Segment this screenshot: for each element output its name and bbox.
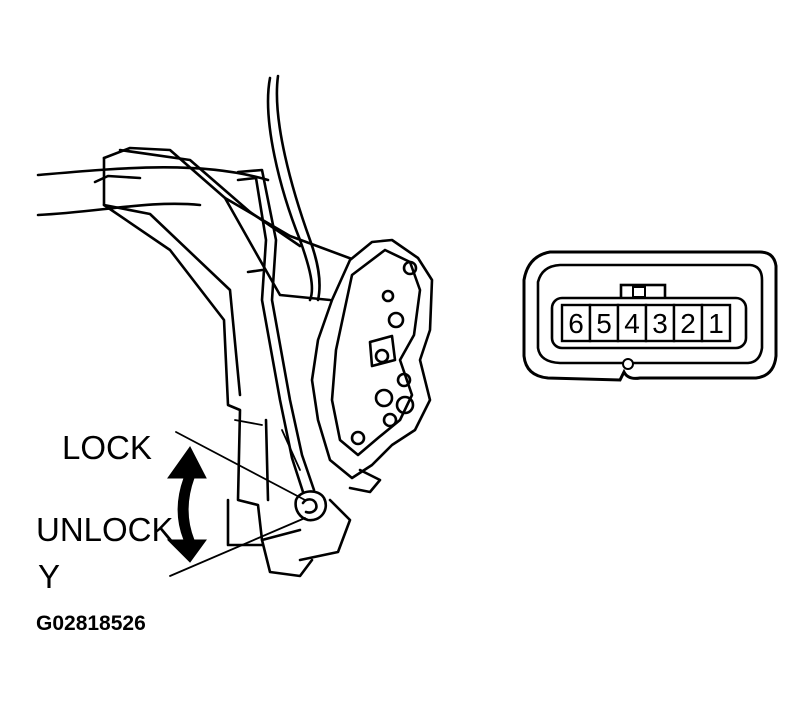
pin-cell-1 xyxy=(700,303,732,343)
pin-number-3: 3 xyxy=(652,308,668,339)
pin-cell-3 xyxy=(644,303,676,343)
lock-unlock-arrow xyxy=(166,431,306,577)
door-lock-assembly xyxy=(36,74,434,578)
lock-label: LOCK xyxy=(62,429,152,466)
pin-number-4: 4 xyxy=(624,308,640,339)
pin-cell-5 xyxy=(588,303,620,343)
pin-number-2: 2 xyxy=(680,308,696,339)
figure-code: G02818526 xyxy=(36,612,146,635)
pin-number-1: 1 xyxy=(708,308,724,339)
pin-number-6: 6 xyxy=(568,308,584,339)
connector-key-hole xyxy=(622,358,634,370)
terminal-y-label: Y xyxy=(38,558,60,595)
unlock-label: UNLOCK xyxy=(36,511,174,548)
pin-number-5: 5 xyxy=(596,308,612,339)
pin-cell-2 xyxy=(672,303,704,343)
